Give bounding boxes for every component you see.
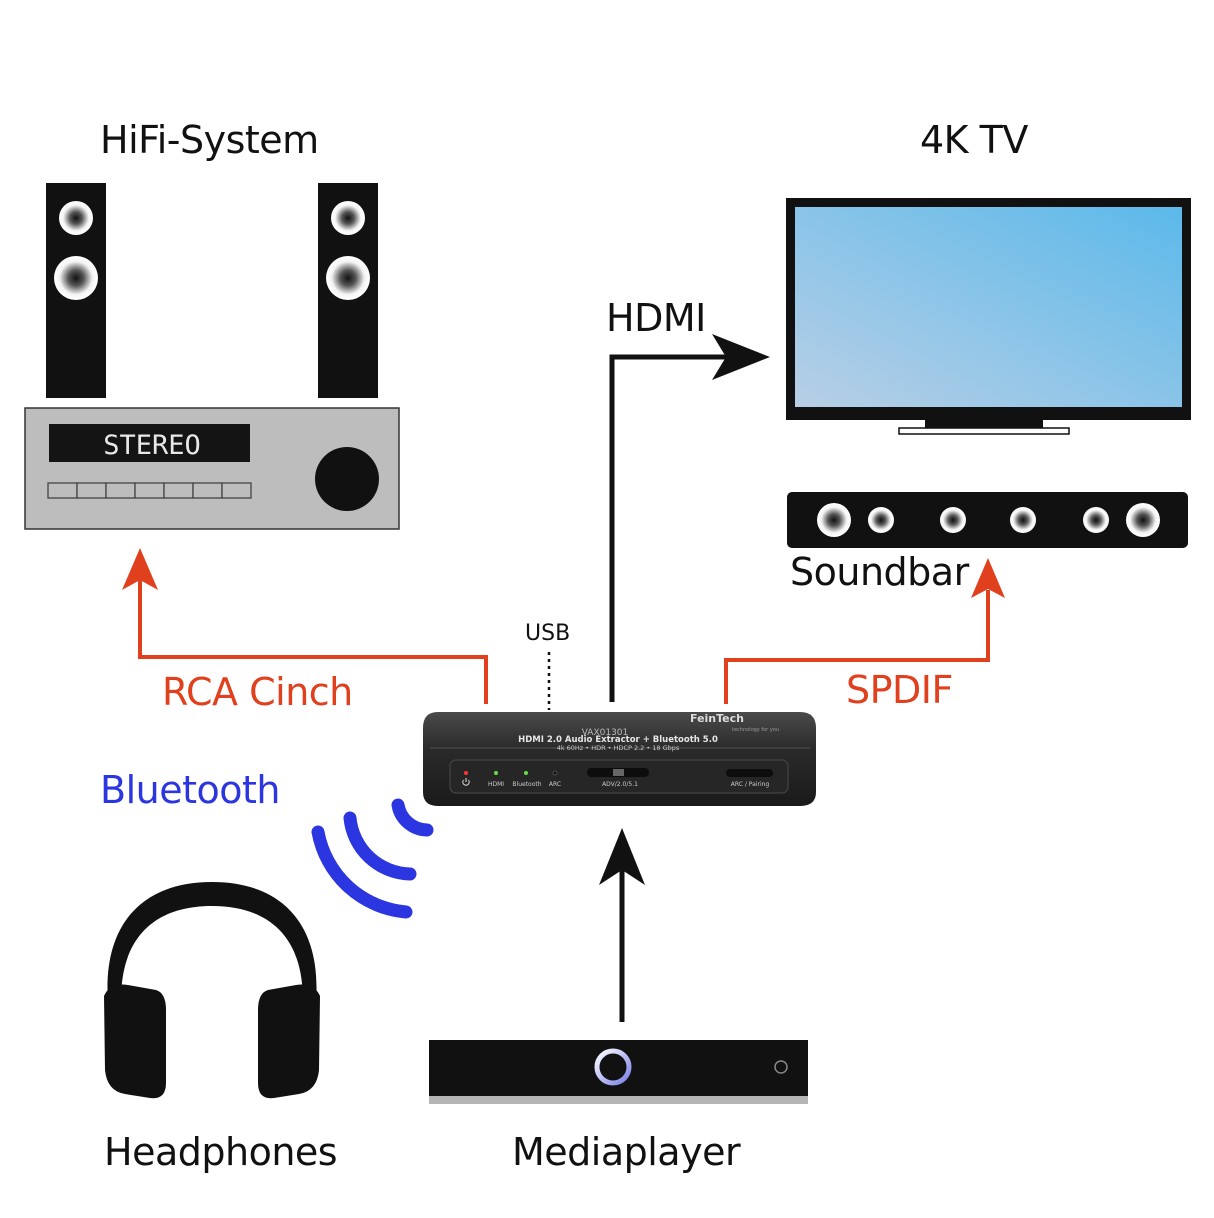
- usb-label: USB: [525, 621, 571, 646]
- spdif-label: SPDIF: [846, 668, 953, 712]
- mediaplayer: [429, 1040, 808, 1104]
- soundbar-label: Soundbar: [790, 550, 969, 594]
- hdmi-led: [494, 771, 498, 775]
- hdmi-label: HDMI: [606, 296, 706, 340]
- extractor-product-line1: HDMI 2.0 Audio Extractor + Bluetooth 5.0: [518, 735, 718, 745]
- hdmi-connection: [609, 334, 770, 702]
- mode-switch-knob[interactable]: [613, 769, 624, 776]
- arc-led: [552, 770, 558, 776]
- audio-extractor: VAX01301 FeinTech technology for you HDM…: [423, 712, 816, 806]
- ring-icon[interactable]: [594, 1048, 632, 1086]
- extractor-brand: FeinTech: [690, 712, 744, 725]
- mediaplayer-connection: [599, 828, 645, 1022]
- arc-pairing-button[interactable]: [726, 769, 773, 777]
- extractor-product-line2: 4k 60Hz • HDR • HDCP 2.2 • 18 Gbps: [557, 744, 680, 752]
- hifi-system-label: HiFi-System: [100, 118, 319, 162]
- receiver-display-text: STEREO: [103, 430, 201, 461]
- hifi-speaker-right: [318, 183, 378, 398]
- tv-label: 4K TV: [920, 118, 1028, 162]
- led-label-hdmi: HDMI: [488, 781, 504, 788]
- stereo-receiver: STEREO: [24, 407, 400, 530]
- soundbar: [787, 492, 1188, 548]
- button-label: ARC / Pairing: [731, 781, 770, 788]
- power-led: [464, 771, 468, 775]
- bluetooth-led: [524, 771, 528, 775]
- switch-label: ADV/2.0/5.1: [602, 781, 638, 788]
- mediaplayer-power-indicator: [774, 1060, 788, 1074]
- spdif-connection: [724, 558, 1005, 704]
- tv: [786, 198, 1191, 435]
- led-label-arc: ARC: [549, 781, 561, 788]
- mediaplayer-label: Mediaplayer: [512, 1130, 741, 1174]
- receiver-volume-knob: [315, 447, 379, 511]
- headphones: [104, 882, 320, 1099]
- headphones-label: Headphones: [104, 1130, 338, 1174]
- led-label-bluetooth: Bluetooth: [512, 781, 541, 788]
- power-icon: [462, 778, 470, 786]
- receiver-buttons: [47, 482, 252, 499]
- extractor-brand-tagline: technology for you: [732, 727, 779, 733]
- extractor-model: VAX01301: [582, 728, 629, 738]
- rca-cinch-label: RCA Cinch: [162, 670, 353, 714]
- hifi-speaker-left: [46, 183, 106, 398]
- rca-cinch-connection: [122, 548, 488, 704]
- wireless-waves-icon: [311, 798, 434, 919]
- bluetooth-label: Bluetooth: [100, 768, 280, 812]
